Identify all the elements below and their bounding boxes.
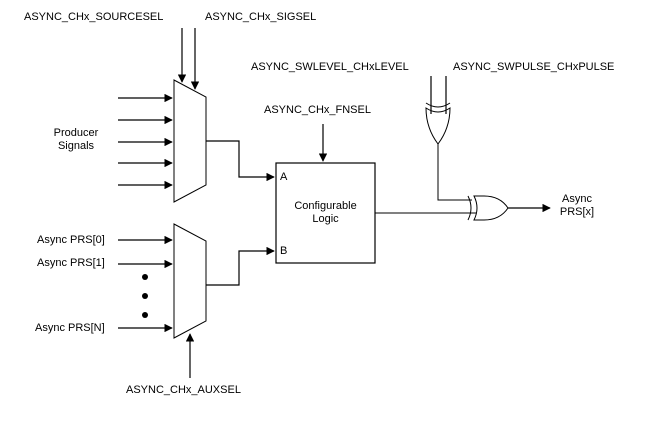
producer-mux bbox=[173, 79, 207, 203]
async-input-label-1: Async PRS[1] bbox=[37, 257, 105, 269]
port-b-label: B bbox=[280, 245, 288, 257]
swlevel-label: ASYNC_SWLEVEL_CHxLEVEL bbox=[251, 61, 409, 73]
xor-gate-top bbox=[425, 107, 451, 145]
swpulse-label: ASYNC_SWPULSE_CHxPULSE bbox=[453, 61, 615, 73]
logic-label-line1: Configurable bbox=[294, 200, 357, 212]
xor-top-output-wire bbox=[437, 144, 472, 201]
logic-label-line2: Logic bbox=[312, 213, 339, 225]
output-label-line1: Async bbox=[562, 193, 592, 205]
xor-gate-right-extra-curve bbox=[467, 195, 472, 221]
async-input-label-0: Async PRS[0] bbox=[37, 234, 105, 246]
xor-gate-right bbox=[473, 195, 509, 221]
producer-label-line1: Producer bbox=[53, 127, 99, 139]
auxsel-label: ASYNC_CHx_AUXSEL bbox=[126, 384, 241, 396]
mux-a-wire bbox=[206, 140, 275, 182]
output-label-line2: PRS[x] bbox=[559, 206, 595, 218]
mux-b-wire bbox=[206, 246, 275, 286]
output-label: Async PRS[x] bbox=[552, 193, 602, 219]
async-input-label-n: Async PRS[N] bbox=[35, 322, 105, 334]
fnsel-label: ASYNC_CHx_FNSEL bbox=[264, 104, 371, 116]
ellipsis-dot-3 bbox=[142, 312, 148, 318]
producer-signals-label: Producer Signals bbox=[44, 127, 108, 153]
sourcesel-label: ASYNC_CHx_SOURCESEL bbox=[24, 11, 164, 23]
producer-label-line2: Signals bbox=[57, 140, 95, 152]
async-mux bbox=[173, 223, 207, 339]
configurable-logic-label: Configurable Logic bbox=[276, 200, 375, 226]
sigsel-label: ASYNC_CHx_SIGSEL bbox=[205, 11, 317, 23]
ellipsis-dot-1 bbox=[142, 274, 148, 280]
ellipsis-dot-2 bbox=[142, 293, 148, 299]
xor-gate-top-extra-curve bbox=[425, 102, 451, 108]
port-a-label: A bbox=[280, 171, 288, 183]
